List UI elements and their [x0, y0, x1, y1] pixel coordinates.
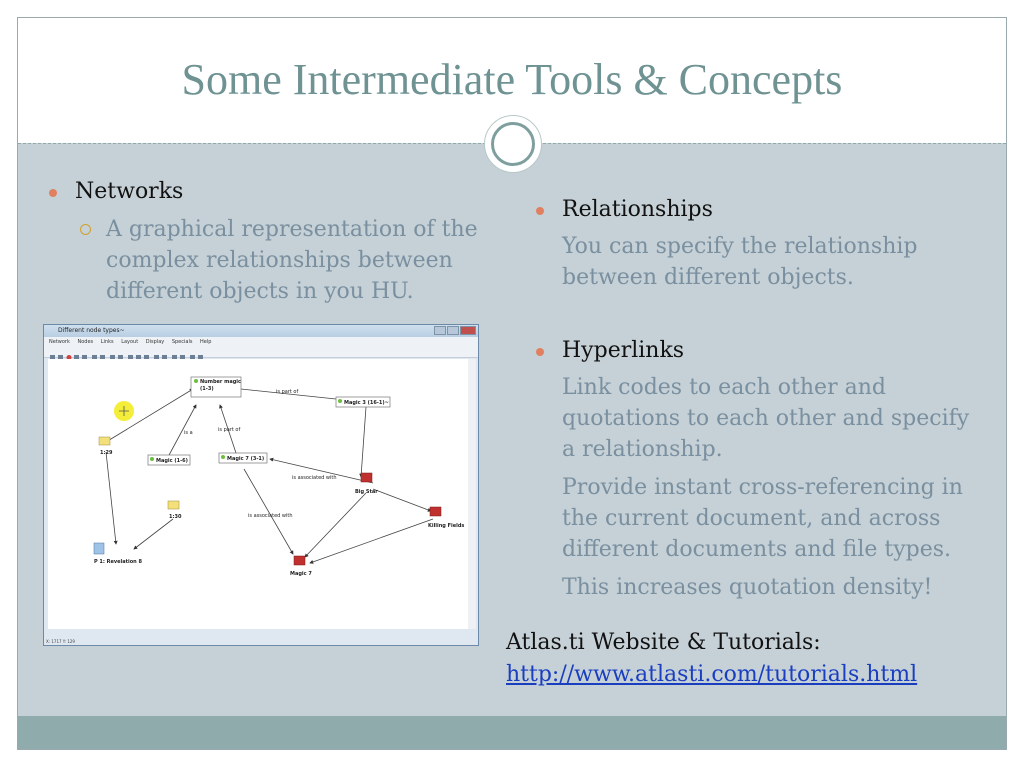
relationships-text: You can specify the relationship between… [562, 231, 918, 293]
sub-bullet-networks: A graphical representation of the comple… [80, 214, 478, 307]
edge-labels: is part of is a is part of is associated… [184, 389, 337, 519]
shot-menu-item: Nodes [77, 339, 94, 345]
quotation-node-icon [293, 555, 306, 566]
bullet-dot-icon [49, 189, 57, 197]
shot-vertical-scrollbar [468, 359, 476, 629]
node-label: Big Star [355, 489, 378, 495]
edge-label-is-part-of: is part of [276, 389, 298, 395]
maximize-icon [447, 326, 459, 335]
shot-menu-item: Links [100, 339, 114, 345]
bullet-dot-icon [536, 207, 544, 215]
node-label: (1-3) [200, 386, 214, 392]
shot-window-title: Different node types~ [44, 325, 478, 337]
shot-menu-item: Help [200, 339, 212, 345]
shot-toolbar [44, 347, 478, 360]
node-label: Magic 7 [290, 571, 312, 577]
bullet-hyperlinks: Hyperlinks [536, 336, 685, 366]
close-icon [460, 326, 476, 335]
ornament-circle-icon [484, 115, 542, 173]
code-node-icon [194, 379, 198, 383]
bullet-networks: Networks [49, 177, 184, 207]
sub-line: complex relationships between [106, 248, 453, 273]
quotation-node-icon [429, 506, 442, 517]
memo-node-icon [98, 436, 111, 446]
shot-menu-bar: Network Nodes Links Layout Display Speci… [44, 337, 478, 347]
text-line: You can specify the relationship [562, 234, 918, 259]
edge-label-is-associated-with: is associated with [248, 513, 293, 519]
bullet-dot-icon [536, 348, 544, 356]
minimize-icon [434, 326, 446, 335]
shot-menu-item: Network [49, 339, 70, 345]
sub-bullet-ring-icon [80, 224, 91, 235]
node-label: P 1: Revelation 8 [94, 559, 142, 565]
bullet-relationships-label: Relationships [562, 197, 713, 222]
edge-label-is-associated-with: is associated with [292, 475, 337, 481]
shot-menu-item: Display [145, 339, 165, 345]
edge-label-is-part-of: is part of [218, 427, 240, 433]
document-node-icon [93, 542, 105, 555]
cursor-crosshair-icon [119, 406, 129, 416]
node-label: 1:30 [169, 514, 182, 520]
website-label: Atlas.ti Website & Tutorials: [506, 630, 821, 655]
network-graph: is part of is a is part of is associated… [93, 376, 464, 577]
node-label: Magic (1-6) [156, 458, 188, 464]
ornament-ring [491, 122, 535, 166]
network-canvas: is part of is a is part of is associated… [48, 359, 468, 629]
sub-line: A graphical representation of the [106, 217, 478, 242]
bullet-relationships: Relationships [536, 195, 713, 225]
text-line: Link codes to each other and [562, 375, 886, 400]
slide-title: Some Intermediate Tools & Concepts [181, 55, 843, 104]
text-line: quotations to each other and specify [562, 406, 970, 431]
text-line: between different objects. [562, 265, 854, 290]
text-line: a relationship. [562, 437, 723, 462]
bullet-networks-label: Networks [75, 179, 184, 204]
memo-node-icon [167, 500, 180, 510]
shot-toolbar-icons [50, 355, 203, 360]
sub-line: different objects in you HU. [106, 279, 414, 304]
shot-window-buttons [434, 326, 476, 336]
bullet-hyperlinks-label: Hyperlinks [562, 338, 685, 363]
quotation-node-icon [360, 472, 373, 483]
shot-menu-item: Layout [121, 339, 139, 345]
network-screenshot: Different node types~ Network Nodes Link… [43, 324, 479, 646]
edge-label-is-a: is a [184, 430, 193, 436]
shot-status-bar: X: 1717 Y: 129 [46, 639, 75, 644]
node-label: Magic 3 (16-1)~ [344, 400, 389, 406]
network-edges [105, 385, 434, 564]
node-magic-3 [335, 396, 391, 408]
node-number-magic [190, 376, 242, 398]
code-node-icon [150, 457, 154, 461]
text-line: Provide instant cross-referencing in [562, 475, 963, 500]
footer-band [18, 716, 1006, 749]
node-label: 1:29 [100, 450, 113, 456]
shot-menu-item: Specials [171, 339, 193, 345]
text-line: different documents and file types. [562, 537, 952, 562]
text-line: This increases quotation density! [562, 575, 933, 600]
website-link[interactable]: http://www.atlasti.com/tutorials.html [506, 662, 918, 687]
hyperlinks-text: Link codes to each other and quotations … [562, 372, 969, 603]
text-line: the current document, and across [562, 506, 941, 531]
node-label: Killing Fields [428, 523, 464, 529]
node-label: Number magic [200, 379, 241, 385]
code-node-icon [338, 399, 342, 403]
node-magic-1-6 [147, 454, 191, 466]
node-magic-7-3-1 [218, 452, 268, 464]
node-label: Magic 7 (3-1) [227, 456, 264, 462]
code-node-icon [221, 455, 225, 459]
